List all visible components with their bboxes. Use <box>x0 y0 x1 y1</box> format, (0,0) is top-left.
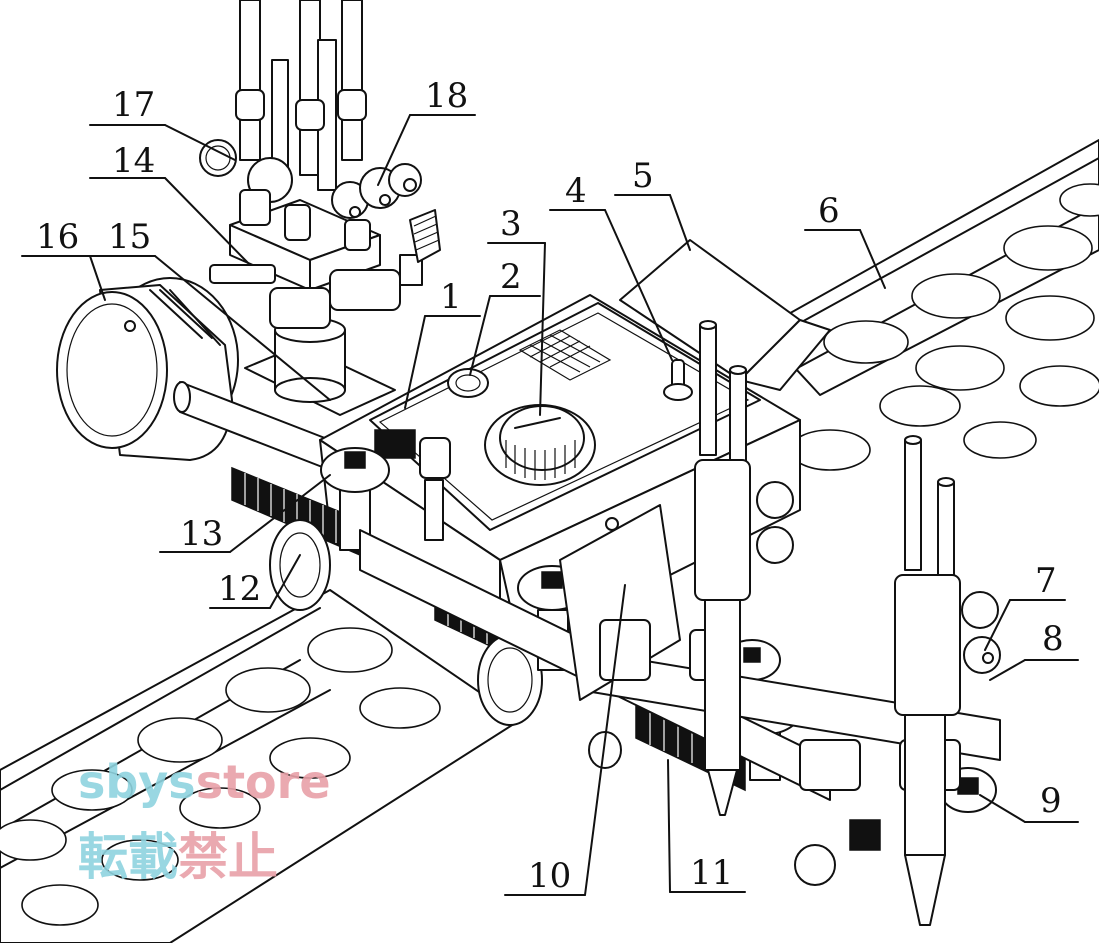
callout-7: 7 <box>1035 561 1057 601</box>
callout-labels: 17 14 16 15 18 3 2 1 4 5 6 7 8 9 10 11 1… <box>36 76 1064 896</box>
callout-2: 2 <box>500 257 522 297</box>
callout-3: 3 <box>500 204 522 244</box>
leader-lines <box>21 114 1079 896</box>
watermark: sbysstore 転載禁止 <box>78 755 331 886</box>
callout-14: 14 <box>112 141 155 181</box>
callout-16: 16 <box>36 217 79 257</box>
callout-9: 9 <box>1040 781 1062 821</box>
callout-10: 10 <box>528 856 571 896</box>
gas-manifold <box>199 0 441 416</box>
callout-11: 11 <box>690 853 733 893</box>
callout-1: 1 <box>440 277 462 317</box>
callout-6: 6 <box>818 191 840 231</box>
torch-left <box>694 320 794 816</box>
watermark-line1: sbysstore <box>78 755 331 809</box>
watermark-line2: 転載禁止 <box>78 828 278 886</box>
callout-4: 4 <box>565 171 587 211</box>
callout-18: 18 <box>425 76 468 116</box>
callout-8: 8 <box>1042 619 1064 659</box>
torch-right <box>894 435 1001 926</box>
callout-13: 13 <box>180 514 223 554</box>
counterweight <box>56 277 331 471</box>
callout-12: 12 <box>218 569 261 609</box>
drive-wheels <box>269 519 543 726</box>
rail-track <box>0 139 1099 943</box>
callout-5: 5 <box>632 156 654 196</box>
callout-17: 17 <box>112 85 155 125</box>
callout-15: 15 <box>108 217 151 257</box>
